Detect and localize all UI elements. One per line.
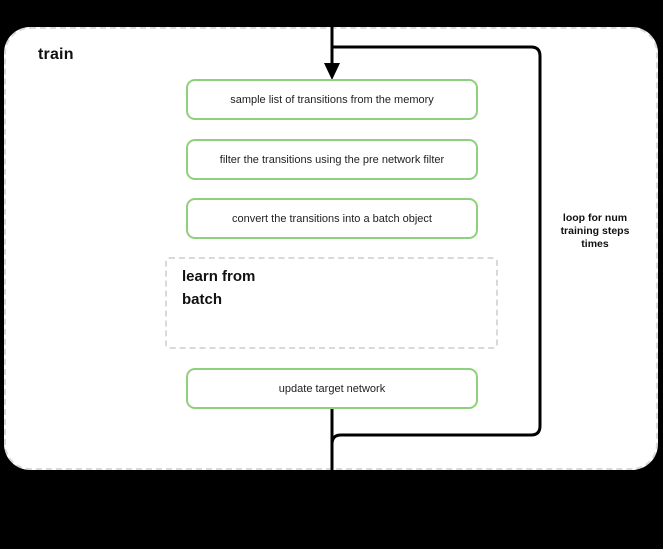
loop-annotation-line3: times [581,238,609,250]
step-update-target-network[interactable]: update target network [186,368,478,409]
loop-annotation-line1: loop for num [562,212,628,224]
learn-from-batch-label-line1: learn from [182,268,256,285]
loop-annotation-line2: training steps [560,225,630,237]
page-title: train [38,46,74,63]
loop-annotation: loop for num training steps times [545,212,645,251]
step-label: update target network [278,382,386,395]
step-filter-transitions[interactable]: filter the transitions using the pre net… [186,139,478,180]
learn-from-batch-label: learn from batch [182,265,302,311]
step-label: sample list of transitions from the memo… [230,93,434,106]
learn-from-batch-block[interactable] [165,257,498,349]
step-convert-transitions[interactable]: convert the transitions into a batch obj… [186,198,478,239]
step-sample-transitions[interactable]: sample list of transitions from the memo… [186,79,478,120]
step-label: filter the transitions using the pre net… [219,153,445,166]
step-label: convert the transitions into a batch obj… [232,212,432,225]
learn-from-batch-label-line2: batch [182,291,223,308]
